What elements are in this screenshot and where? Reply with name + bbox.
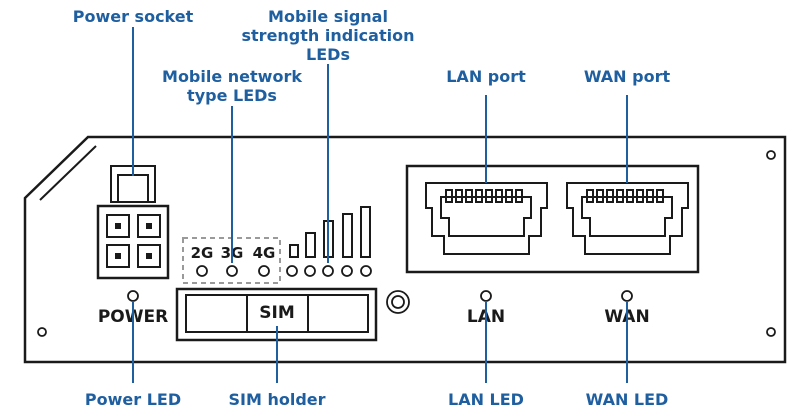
callout-mobile-network-2: type LEDs: [187, 86, 277, 105]
wan-led: [621, 290, 633, 302]
signal-led-1: [286, 265, 298, 277]
signal-led-3: [322, 265, 334, 277]
led-3g: [226, 265, 238, 277]
callout-lan-led: LAN LED: [448, 390, 524, 409]
sim-label: SIM: [259, 303, 295, 323]
power-led: [127, 290, 139, 302]
corner-screw-right: [766, 327, 776, 337]
callout-power-led: Power LED: [85, 390, 181, 409]
callout-mobile-signal-2: strength indication: [242, 26, 415, 45]
signal-bar-5: [360, 206, 371, 258]
net-4g-label: 4G: [253, 244, 276, 262]
ethernet-ports-frame: [405, 164, 700, 274]
lan-led: [480, 290, 492, 302]
net-2g-label: 2G: [191, 244, 214, 262]
signal-led-2: [304, 265, 316, 277]
callout-mobile-network-1: Mobile network: [162, 67, 302, 86]
callout-power-socket: Power socket: [73, 7, 194, 26]
signal-led-5: [360, 265, 372, 277]
reset-button-inner: [391, 295, 405, 309]
callout-wan-led: WAN LED: [586, 390, 669, 409]
signal-bar-2: [305, 232, 316, 258]
callout-mobile-signal-3: LEDs: [306, 45, 350, 64]
corner-screw-top-left: [37, 327, 47, 337]
corner-screw-top-right: [766, 150, 776, 160]
callout-sim-holder: SIM holder: [228, 390, 325, 409]
led-2g: [196, 265, 208, 277]
device-bevel: [39, 145, 97, 201]
led-4g: [258, 265, 270, 277]
callout-wan-port: WAN port: [584, 67, 671, 86]
signal-bar-1: [289, 244, 299, 258]
callout-lan-port: LAN port: [446, 67, 526, 86]
signal-bar-4: [342, 213, 353, 258]
lan-port: [425, 182, 548, 255]
callout-mobile-signal-1: Mobile signal: [268, 7, 388, 26]
power-socket: [96, 165, 170, 280]
signal-led-4: [341, 265, 353, 277]
wan-port: [566, 182, 689, 255]
